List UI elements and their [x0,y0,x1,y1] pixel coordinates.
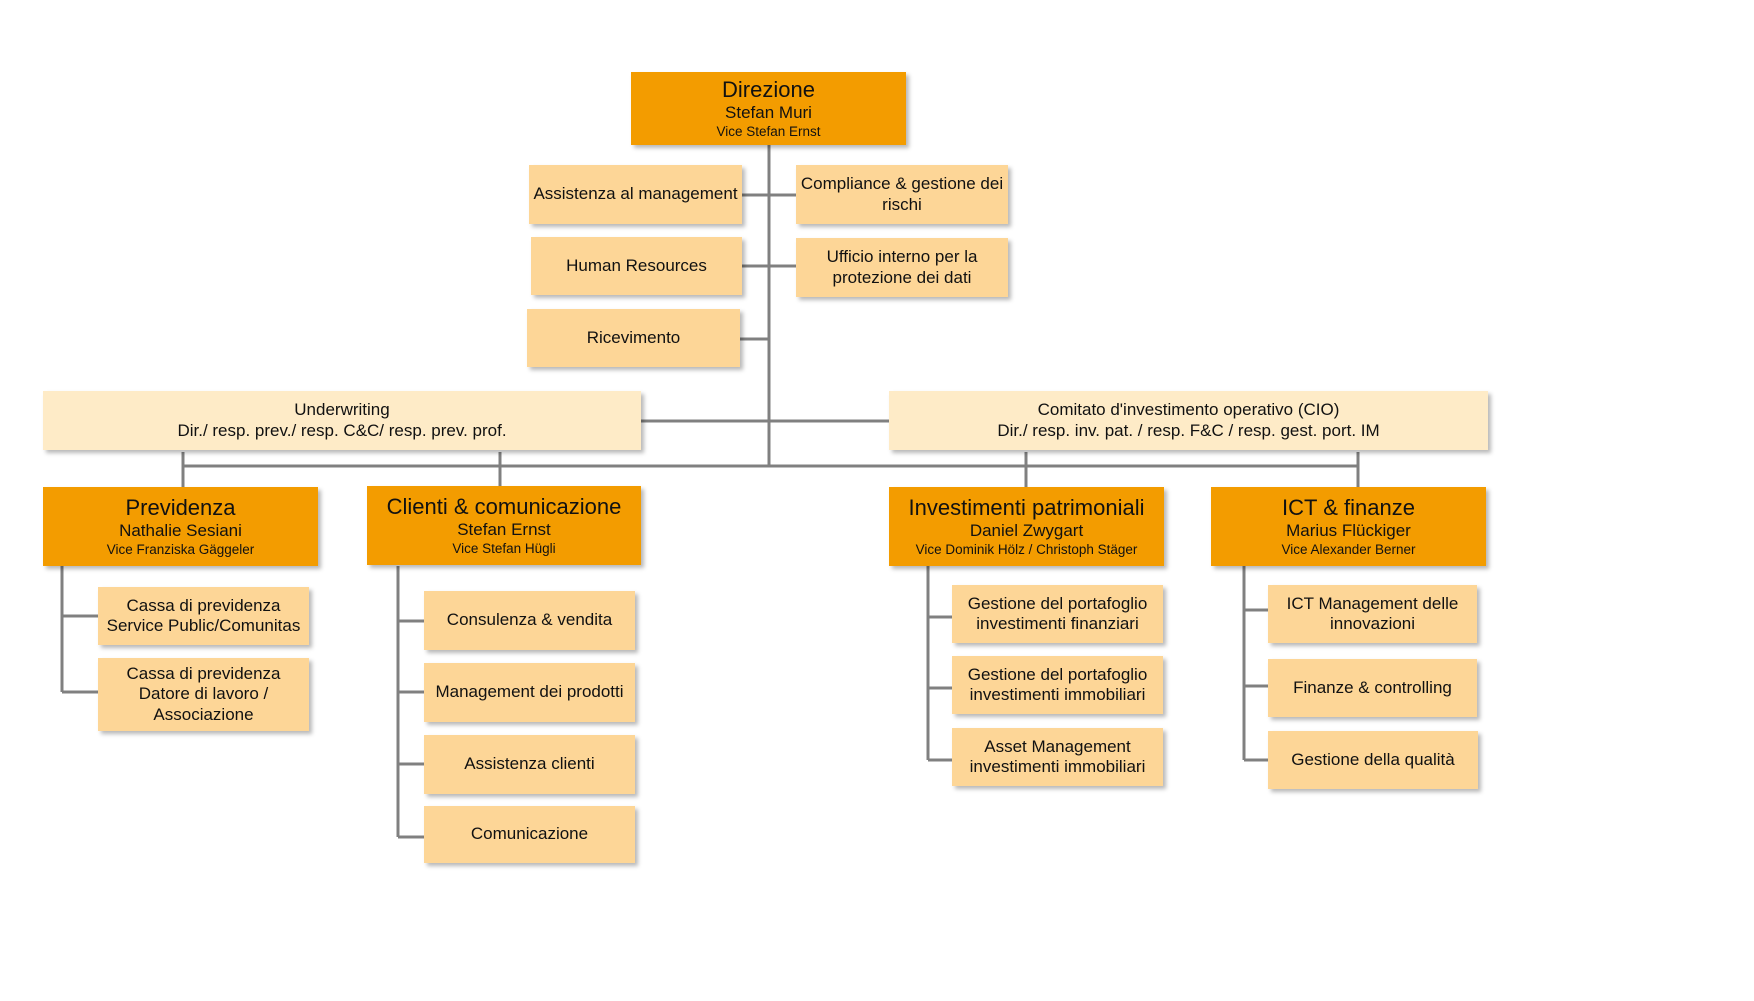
unit-label: Service Public/Comunitas [106,616,301,635]
division-head: Marius Flückiger [1286,521,1411,541]
committee-members: Dir./ resp. prev./ resp. C&C/ resp. prev… [177,420,507,440]
division-head: Daniel Zwygart [969,521,1084,541]
unit-label: Assistenza clienti [464,754,595,774]
staff-ricevimento[interactable]: Ricevimento [527,309,740,367]
unit-comunicazione[interactable]: Comunicazione [424,806,635,863]
unit-portafoglio-immobiliari[interactable]: Gestione del portafoglio investimenti im… [952,656,1163,714]
division-head: Stefan Ernst [457,520,551,540]
unit-label: innovazioni [1329,614,1416,633]
staff-label: Assistenza al management [533,184,738,204]
unit-label: Asset Management [984,736,1131,756]
unit-label: Cassa di previdenza [126,595,281,615]
committee-underwriting[interactable]: Underwriting Dir./ resp. prev./ resp. C&… [43,391,641,450]
division-title: Clienti & comunicazione [386,494,622,520]
unit-label: Gestione del portafoglio [967,593,1148,613]
unit-assistenza-clienti[interactable]: Assistenza clienti [424,735,635,794]
division-vice: Vice Dominik Hölz / Christoph Stäger [915,541,1138,557]
unit-management-prodotti[interactable]: Management dei prodotti [424,663,635,722]
direzione-vice: Vice Stefan Ernst [716,123,821,139]
unit-gestione-qualita[interactable]: Gestione della qualità [1268,731,1478,789]
staff-human-resources[interactable]: Human Resources [531,237,742,295]
unit-label: Finanze & controlling [1293,677,1452,697]
division-clienti-comunicazione[interactable]: Clienti & comunicazione Stefan Ernst Vic… [367,486,641,565]
division-head: Nathalie Sesiani [119,521,242,541]
unit-label: investimenti immobiliari [969,757,1146,776]
unit-label: ICT Management delle [1286,593,1459,613]
committee-name: Comitato d'investimento operativo (CIO) [1037,400,1340,420]
unit-label: Associazione [153,704,254,724]
direzione-box[interactable]: Direzione Stefan Muri Vice Stefan Ernst [631,72,906,145]
unit-consulenza-vendita[interactable]: Consulenza & vendita [424,591,635,650]
staff-compliance[interactable]: Compliance & gestione dei rischi [796,165,1008,224]
division-vice: Vice Stefan Hügli [452,540,556,556]
staff-label: protezione dei dati [832,267,972,287]
unit-label: Consulenza & vendita [446,610,613,630]
unit-portafoglio-finanziari[interactable]: Gestione del portafoglio investimenti fi… [952,585,1163,643]
staff-label: Ufficio interno per la [826,247,978,267]
direzione-title: Direzione [722,77,815,103]
division-title: Previdenza [125,495,236,521]
division-vice: Vice Alexander Berner [1281,541,1416,557]
division-title: ICT & finanze [1282,495,1415,521]
unit-label: Comunicazione [470,824,589,844]
staff-label: Compliance & gestione dei [800,174,1004,194]
division-ict-finanze[interactable]: ICT & finanze Marius Flückiger Vice Alex… [1211,487,1486,566]
division-vice: Vice Franziska Gäggeler [106,541,255,557]
division-title: Investimenti patrimoniali [908,495,1145,521]
committee-cio[interactable]: Comitato d'investimento operativo (CIO) … [889,391,1488,450]
unit-asset-management[interactable]: Asset Management investimenti immobiliar… [952,728,1163,786]
unit-label: investimenti finanziari [976,614,1139,633]
direzione-head: Stefan Muri [725,103,812,123]
unit-label: Cassa di previdenza [126,663,281,683]
division-previdenza[interactable]: Previdenza Nathalie Sesiani Vice Franzis… [43,487,318,566]
unit-cassa-datore-lavoro[interactable]: Cassa di previdenza Datore di lavoro / A… [98,658,309,731]
staff-label: Ricevimento [586,327,681,347]
committee-members: Dir./ resp. inv. pat. / resp. F&C / resp… [997,420,1380,440]
unit-ict-innovazioni[interactable]: ICT Management delle innovazioni [1268,585,1477,643]
staff-label: rischi [882,194,922,214]
unit-label: Datore di lavoro / [138,684,269,704]
unit-label: Gestione della qualità [1291,749,1455,769]
unit-label: Management dei prodotti [435,682,624,702]
staff-label: Human Resources [566,255,707,275]
unit-label: Gestione del portafoglio [967,664,1148,684]
staff-assistenza-management[interactable]: Assistenza al management [529,165,742,224]
staff-protezione-dati[interactable]: Ufficio interno per la protezione dei da… [796,238,1008,297]
unit-finanze-controlling[interactable]: Finanze & controlling [1268,659,1477,717]
unit-label: investimenti immobiliari [969,685,1146,704]
division-investimenti-patrimoniali[interactable]: Investimenti patrimoniali Daniel Zwygart… [889,487,1164,566]
unit-cassa-service-public[interactable]: Cassa di previdenza Service Public/Comun… [98,587,309,645]
committee-name: Underwriting [294,400,390,420]
